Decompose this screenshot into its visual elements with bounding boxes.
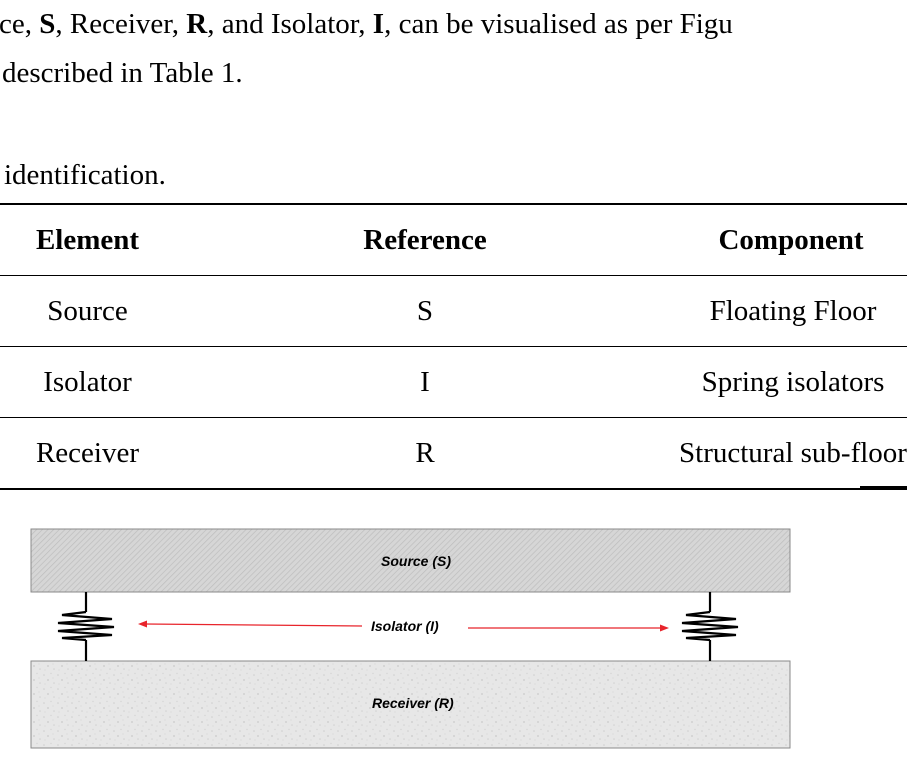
cell-reference: S [175,275,675,347]
table-caption: identification. [4,159,166,191]
isolator-label: Isolator (I) [371,618,439,634]
table-row: Isolator I Spring isolators [0,346,907,418]
cell-component: Floating Floor [675,275,907,347]
cell-component: Structural sub-floor [675,417,907,490]
receiver-label: Receiver (R) [372,695,454,711]
element-table: Element Reference Component Source S Flo… [0,203,907,490]
cell-element: Receiver [0,417,175,490]
right-arrow-icon [468,624,669,632]
cell-element: Isolator [0,346,175,418]
source-slab [30,528,791,593]
receiver-slab [30,660,791,749]
table-row: Receiver R Structural sub-floor [0,417,907,490]
header-reference: Reference [175,203,675,276]
header-component: Component [675,203,907,276]
bold-symbol-r: R [186,8,208,40]
cell-reference: R [175,417,675,490]
cell-element: Source [0,275,175,347]
bold-symbol-s: S [39,8,56,40]
body-text-line-2: described in Table 1. [2,57,243,89]
cell-reference: I [175,346,675,418]
bold-symbol-i: I [372,8,385,40]
body-text-line-1: ce, S, Receiver, R, and Isolator, I, can… [0,8,733,40]
source-label: Source (S) [381,553,452,569]
table-header-row: Element Reference Component [0,203,907,276]
cell-component: Spring isolators [675,346,907,418]
table-rule-fragment [860,486,907,488]
table-row: Source S Floating Floor [0,275,907,347]
spring-left-icon [57,592,115,661]
header-element: Element [0,203,175,276]
left-arrow-icon [138,620,363,628]
spring-right-icon [681,592,739,661]
